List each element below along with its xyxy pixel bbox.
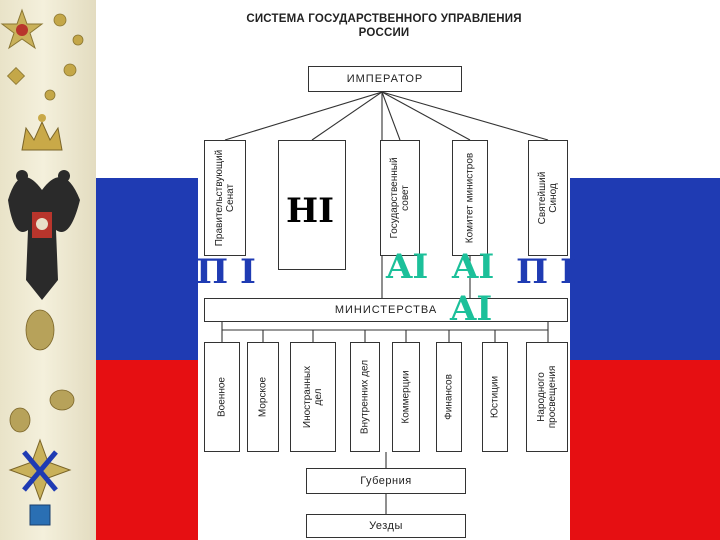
- ministry-military-label: Военное: [216, 377, 228, 417]
- chain-icon: [6, 13, 84, 101]
- guberniya-label: Губерния: [360, 475, 412, 487]
- state-council-box: Государственный совет: [380, 140, 420, 256]
- committee-of-ministers-label: Комитет министров: [464, 152, 476, 244]
- emperor-box: ИМПЕРАТОР: [308, 66, 462, 92]
- ministry-finance-label: Финансов: [443, 374, 455, 420]
- ministry-foreign-affairs-label-line-1: Иностранных: [302, 365, 313, 429]
- overlay-ai-glyph-1: AI: [386, 247, 429, 287]
- ministry-justice-label: Юстиции: [489, 375, 501, 419]
- overlay-ai-glyph-3: AI: [450, 289, 493, 329]
- ministry-justice-box: Юстиции: [482, 342, 508, 452]
- ministry-interior-box: Внутренних дел: [350, 342, 380, 452]
- ministries-box: МИНИСТЕРСТВА: [204, 298, 568, 322]
- imperial-orders-decoration: [0, 8, 84, 526]
- holy-synod-label-line-2: Синод: [548, 183, 559, 213]
- senate-label-line-1: Правительствующий: [214, 149, 225, 247]
- overlay-pi-right-glyph: П I: [516, 252, 576, 292]
- holy-synod-box: Святейший Синод: [528, 140, 568, 256]
- ministry-finance-box: Финансов: [436, 342, 462, 452]
- ministries-label: МИНИСТЕРСТВА: [334, 304, 438, 316]
- ministry-interior-label: Внутренних дел: [359, 359, 371, 435]
- ministry-foreign-affairs-label-line-2: дел: [313, 388, 324, 406]
- ministry-commerce-label: Коммерции: [400, 370, 412, 424]
- ministry-foreign-affairs-box: Иностранных дел: [290, 342, 336, 452]
- title-line-1: СИСТЕМА ГОСУДАРСТВЕННОГО УПРАВЛЕНИЯ: [246, 13, 522, 25]
- emperor-label: ИМПЕРАТОР: [346, 73, 424, 85]
- committee-of-ministers-box: Комитет министров: [452, 140, 488, 256]
- order-star-icon: [0, 8, 44, 50]
- state-council-label-line-2: совет: [400, 185, 411, 211]
- senate-box: Правительствующий Сенат: [204, 140, 246, 256]
- holy-synod-label-line-1: Святейший: [537, 171, 548, 225]
- ministry-naval-label: Морское: [257, 376, 269, 418]
- ministry-education-box: Народного просвещения: [526, 342, 568, 452]
- ornament-icon: [9, 309, 75, 433]
- ministry-naval-box: Морское: [247, 342, 279, 452]
- overlay-ai-glyph-2: AI: [452, 247, 495, 287]
- double-headed-eagle-icon: [8, 170, 80, 300]
- decorative-side-strip: [0, 0, 96, 540]
- overlay-hi-glyph: HI: [286, 191, 335, 231]
- ministry-military-box: Военное: [204, 342, 240, 452]
- st-andrew-order-icon: [8, 438, 72, 526]
- state-council-label-line-1: Государственный: [389, 157, 400, 239]
- diagram-title: СИСТЕМА ГОСУДАРСТВЕННОГО УПРАВЛЕНИЯ РОСС…: [198, 12, 570, 40]
- ministry-education-label-line-1: Народного: [536, 372, 547, 422]
- senate-label-line-2: Сенат: [225, 183, 236, 213]
- guberniya-box: Губерния: [306, 468, 466, 494]
- title-line-2: РОССИИ: [358, 27, 410, 39]
- ministry-education-label-line-2: просвещения: [547, 365, 558, 429]
- uezdy-label: Уезды: [369, 520, 403, 532]
- overlay-pi-left-glyph: П I: [196, 252, 256, 292]
- ministry-commerce-box: Коммерции: [392, 342, 420, 452]
- uezdy-box: Уезды: [306, 514, 466, 538]
- blank-body-box: [278, 140, 346, 270]
- crown-icon: [21, 114, 63, 151]
